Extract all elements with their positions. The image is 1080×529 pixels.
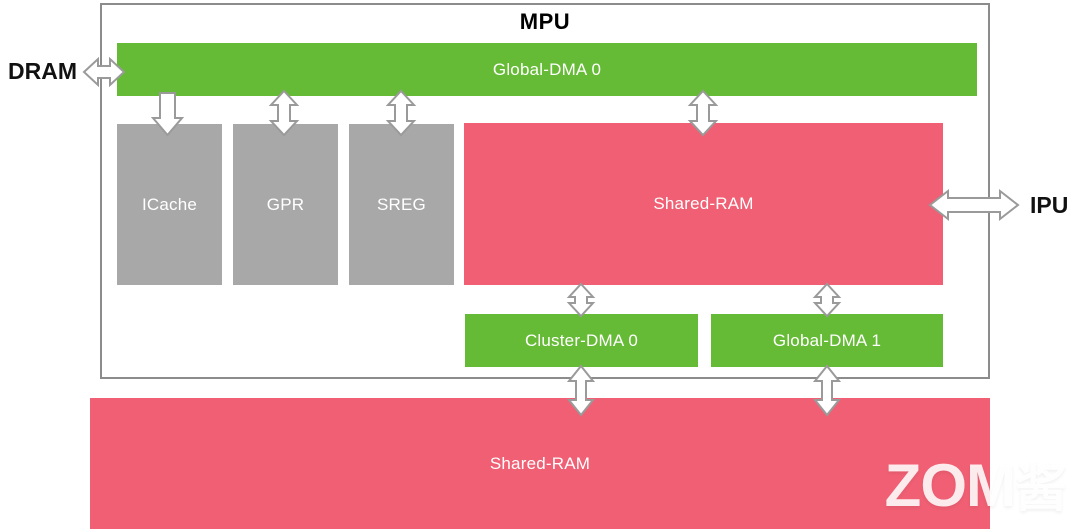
- block-shared-ram-external-label: Shared-RAM: [489, 453, 591, 473]
- watermark-latin: ZOM: [884, 452, 1016, 519]
- block-shared-ram-mpu[interactable]: Shared-RAM: [464, 123, 943, 285]
- block-shared-ram-external[interactable]: Shared-RAM: [90, 398, 990, 529]
- mpu-title: MPU: [519, 9, 571, 34]
- block-global-dma-1-label: Global-DMA 1: [772, 330, 882, 350]
- block-cluster-dma-0[interactable]: Cluster-DMA 0: [465, 314, 698, 367]
- block-icache-label: ICache: [141, 194, 198, 214]
- block-cluster-dma-0-label: Cluster-DMA 0: [524, 330, 639, 350]
- block-icache[interactable]: ICache: [117, 124, 222, 285]
- block-global-dma-0-label: Global-DMA 0: [492, 59, 602, 79]
- block-shared-ram-mpu-label: Shared-RAM: [653, 194, 754, 213]
- block-sreg[interactable]: SREG: [349, 124, 454, 285]
- block-global-dma-1[interactable]: Global-DMA 1: [711, 314, 943, 367]
- block-global-dma-0[interactable]: Global-DMA 0: [117, 43, 977, 96]
- watermark: ZOM酱: [884, 446, 1067, 521]
- block-gpr-label: GPR: [266, 194, 305, 214]
- block-gpr[interactable]: GPR: [233, 124, 338, 285]
- block-sreg-label: SREG: [377, 194, 426, 214]
- external-label-dram: DRAM: [8, 58, 77, 84]
- external-label-ipu: IPU: [1030, 192, 1069, 218]
- watermark-cjk: 酱: [1014, 459, 1067, 519]
